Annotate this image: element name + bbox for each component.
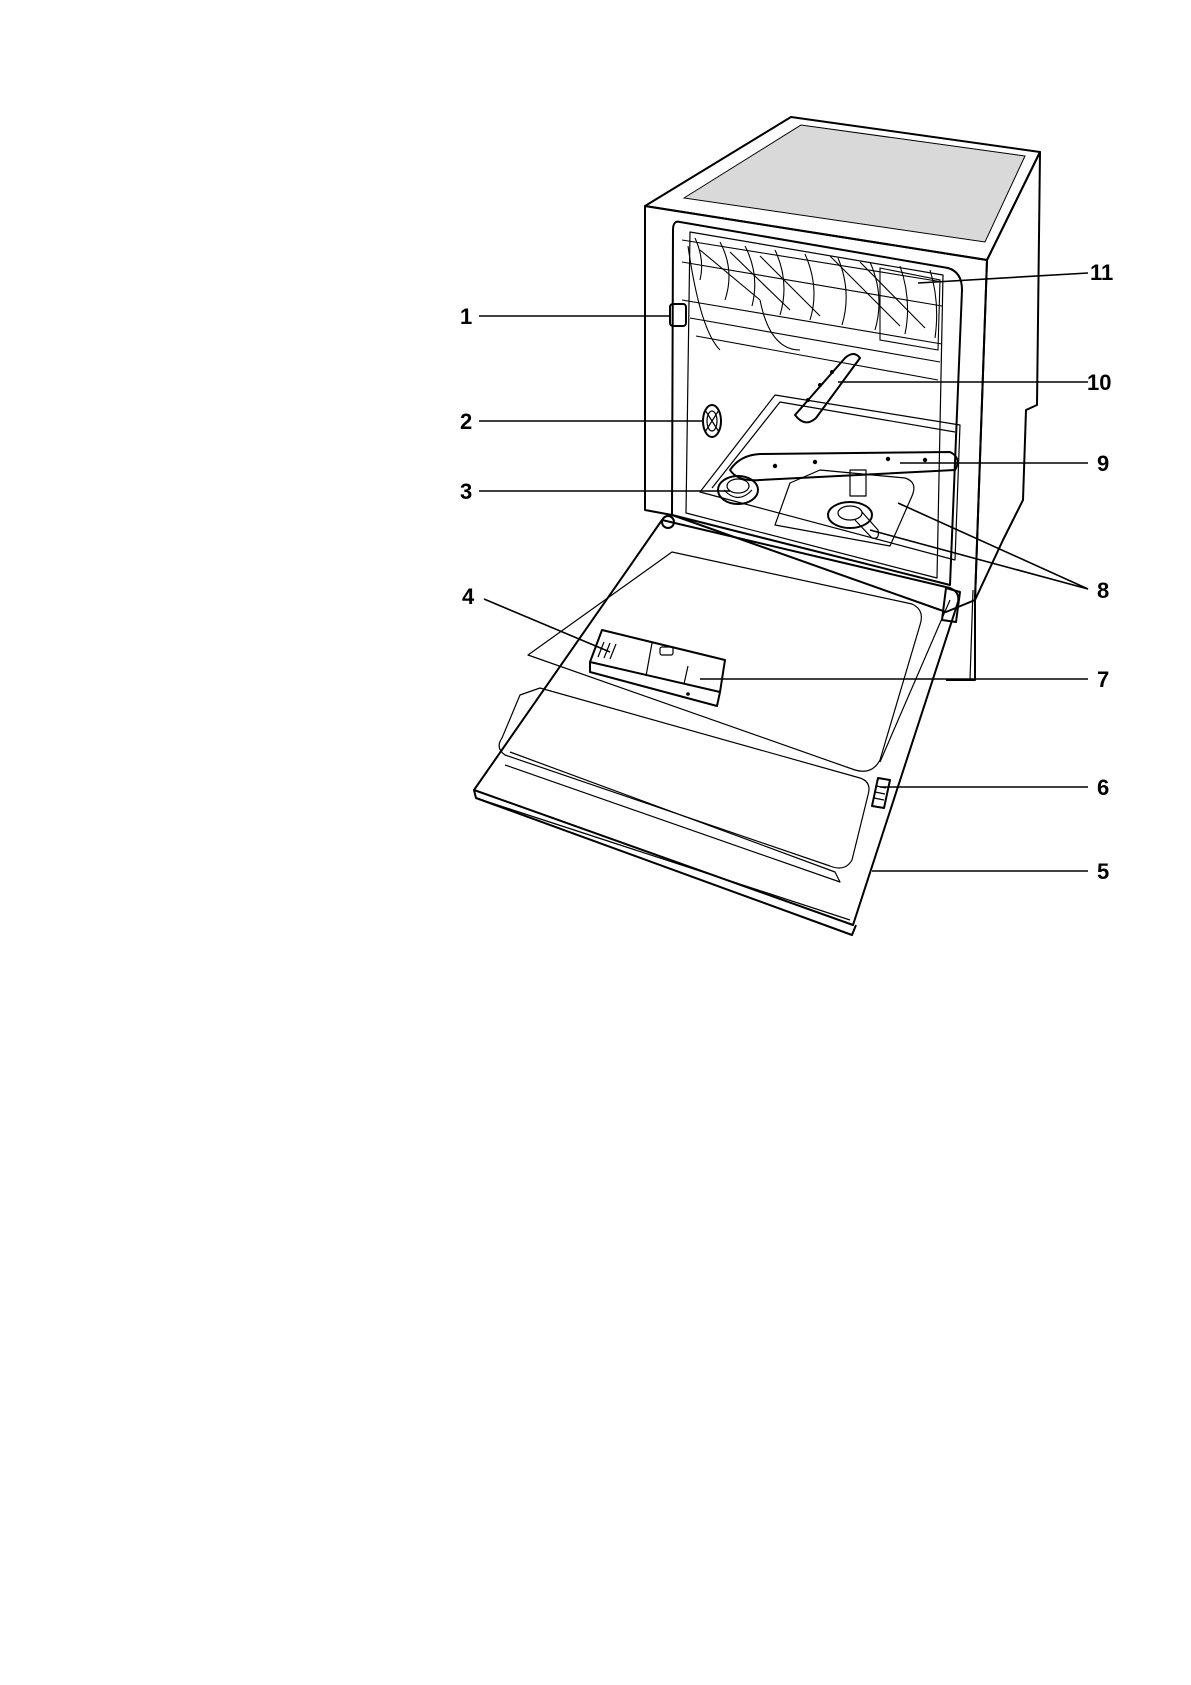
callout-7: 7: [1097, 669, 1109, 691]
filter-basin: [775, 470, 914, 546]
callout-8: 8: [1097, 580, 1109, 602]
upper-basket: [682, 238, 943, 380]
filter-cap: [718, 476, 758, 504]
leader-lines: [479, 273, 1088, 871]
side-fitting: [703, 405, 721, 437]
callout-2: 2: [460, 411, 472, 433]
lower-spray-arm: [730, 452, 958, 480]
callout-4: 4: [462, 586, 474, 608]
open-door: [474, 520, 960, 935]
door-lower-panel: [499, 688, 869, 868]
callout-3: 3: [460, 481, 472, 503]
leader-line-4: [484, 599, 610, 652]
callout-9: 9: [1097, 453, 1109, 475]
callout-10: 10: [1087, 372, 1111, 394]
door-outer: [474, 520, 958, 925]
detergent-dispenser: [590, 630, 725, 706]
callout-1: 1: [460, 306, 472, 328]
callout-6: 6: [1097, 777, 1109, 799]
callout-11: 11: [1090, 262, 1113, 284]
cabinet: [645, 117, 1040, 680]
callout-5: 5: [1097, 861, 1109, 883]
